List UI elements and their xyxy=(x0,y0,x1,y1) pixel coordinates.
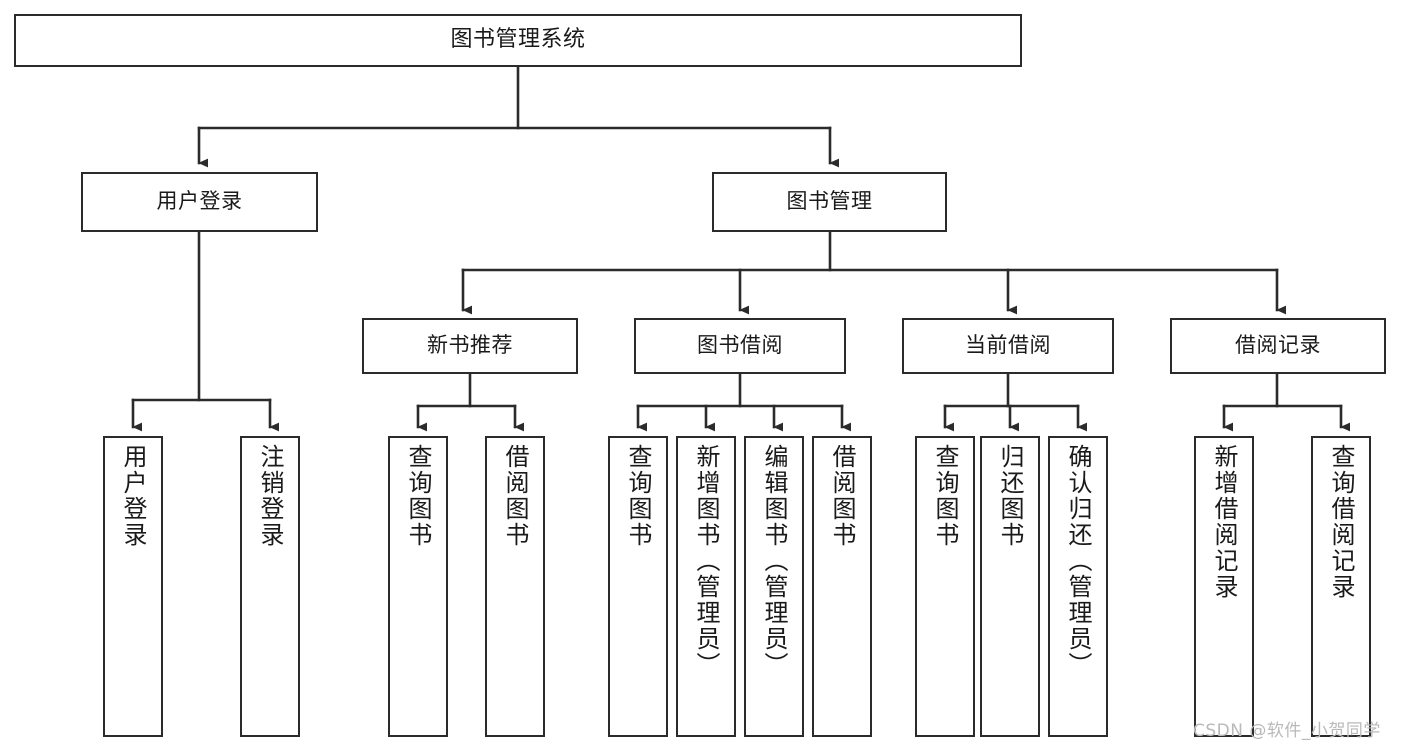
node-label: 查询图书 xyxy=(931,444,959,548)
node-book-management[interactable]: 图书管理 xyxy=(712,172,947,232)
node-current-borrow[interactable]: 当前借阅 xyxy=(902,318,1114,374)
node-root-book-management-system[interactable]: 图书管理系统 xyxy=(14,14,1022,67)
leaf-user-login-login[interactable]: 用户登录 xyxy=(103,436,163,737)
node-label: 用户登录 xyxy=(156,189,243,214)
leaf-user-login-logout[interactable]: 注销登录 xyxy=(240,436,300,737)
node-book-borrow[interactable]: 图书借阅 xyxy=(634,318,846,374)
node-label: 查询图书 xyxy=(624,444,652,548)
leaf-book-borrow-add-book-admin[interactable]: 新增图书（管理员） xyxy=(676,436,736,737)
node-label: 图书管理 xyxy=(786,189,873,214)
node-label: 查询借阅记录 xyxy=(1327,444,1355,600)
csdn-watermark: CSDN @软件_小贺同学 xyxy=(1193,721,1381,741)
node-label: 借阅图书 xyxy=(501,444,529,548)
node-user-login[interactable]: 用户登录 xyxy=(81,172,318,232)
leaf-borrow-records-query-record[interactable]: 查询借阅记录 xyxy=(1311,436,1371,737)
node-label: 查询图书 xyxy=(404,444,432,548)
node-label: 新增借阅记录 xyxy=(1210,444,1238,600)
leaf-book-borrow-query-book[interactable]: 查询图书 xyxy=(608,436,668,737)
node-new-book-recommend[interactable]: 新书推荐 xyxy=(362,318,578,374)
node-label: 编辑图书（管理员） xyxy=(760,444,788,678)
node-label: 新书推荐 xyxy=(427,333,513,358)
node-label: 注销登录 xyxy=(256,444,284,548)
leaf-new-book-query-book[interactable]: 查询图书 xyxy=(388,436,448,737)
node-label: 归还图书 xyxy=(996,444,1024,548)
node-label: 新增图书（管理员） xyxy=(692,444,720,678)
leaf-book-borrow-borrow-book[interactable]: 借阅图书 xyxy=(812,436,872,737)
leaf-borrow-records-add-record[interactable]: 新增借阅记录 xyxy=(1194,436,1254,737)
node-label: 用户登录 xyxy=(119,444,147,548)
leaf-book-borrow-edit-book-admin[interactable]: 编辑图书（管理员） xyxy=(744,436,804,737)
node-label: 图书借阅 xyxy=(697,333,783,358)
node-borrow-records[interactable]: 借阅记录 xyxy=(1170,318,1386,374)
node-label: 当前借阅 xyxy=(965,333,1051,358)
node-label: 借阅记录 xyxy=(1235,333,1321,358)
leaf-current-borrow-query-book[interactable]: 查询图书 xyxy=(915,436,975,737)
node-label: 借阅图书 xyxy=(828,444,856,548)
leaf-current-borrow-return-book[interactable]: 归还图书 xyxy=(980,436,1040,737)
leaf-new-book-borrow-book[interactable]: 借阅图书 xyxy=(485,436,545,737)
node-label: 确认归还（管理员） xyxy=(1064,444,1092,678)
leaf-current-borrow-confirm-return-admin[interactable]: 确认归还（管理员） xyxy=(1048,436,1108,737)
node-label: 图书管理系统 xyxy=(450,27,586,53)
